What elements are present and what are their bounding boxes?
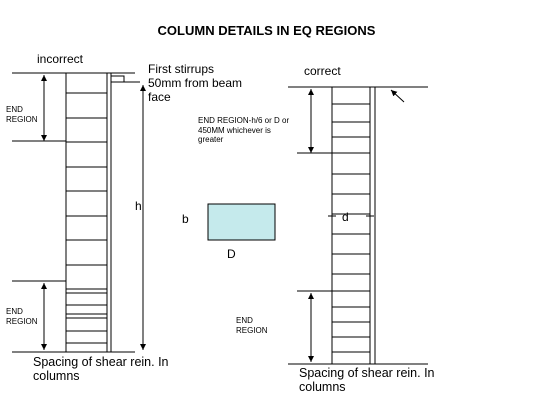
correct-label: correct [304,64,341,78]
section-depth-label: D [227,247,236,261]
first-stirrup-marker [110,75,125,83]
left-caption: Spacing of shear rein. In columns [33,355,169,384]
right-caption: Spacing of shear rein. In columns [299,366,435,395]
incorrect-column [12,72,146,353]
end-region-rule-note: END REGION-h/6 or D or 450MM whichever i… [198,116,290,145]
right-stirrups [332,103,370,353]
h-dimension-label: h [135,199,142,213]
right-pointer-arrow [390,89,405,103]
left-end-region-bottom-label: END REGION [6,307,38,326]
column-cross-section [207,203,276,241]
right-end-region-label: END REGION [236,316,268,335]
incorrect-label: incorrect [37,52,84,66]
page-title: COLUMN DETAILS IN EQ REGIONS [157,23,376,38]
correct-column [288,86,428,365]
d-dimension-label: d [342,210,349,224]
first-stirrup-note: First stirrups 50mm from beam face [148,62,243,104]
left-end-region-top-label: END REGION [6,105,38,124]
left-stirrups [66,92,107,344]
section-width-label: b [182,212,189,226]
